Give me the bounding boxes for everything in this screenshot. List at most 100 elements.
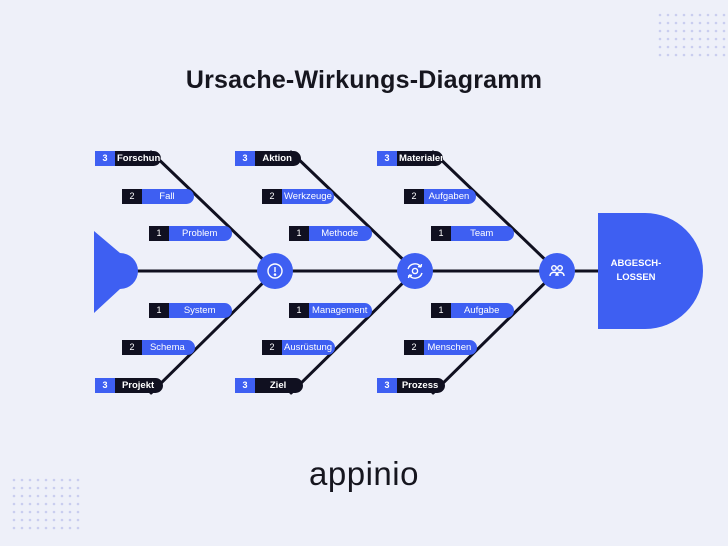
decorative-dot <box>722 21 726 25</box>
cause-nodes <box>257 253 575 289</box>
bone-bottom-1 <box>149 269 277 395</box>
decorative-dot <box>706 21 710 25</box>
label-text: Problem <box>182 228 218 239</box>
decorative-dot <box>76 502 80 506</box>
decorative-dot <box>12 494 16 498</box>
decorative-dot <box>714 53 718 57</box>
cause-item: 1 System <box>149 303 233 318</box>
decorative-dot <box>52 510 56 514</box>
decorative-dot <box>44 510 48 514</box>
label-text: Aufgaben <box>428 191 470 202</box>
decorative-dot <box>60 486 64 490</box>
decorative-dot <box>36 494 40 498</box>
decorative-dot <box>20 478 24 482</box>
decorative-dot <box>36 510 40 514</box>
decorative-dot <box>76 478 80 482</box>
decorative-dot <box>60 526 64 530</box>
decorative-dot <box>722 37 726 41</box>
decorative-dot <box>36 478 40 482</box>
cause-head-bottom-3: 3 Prozess <box>377 378 446 393</box>
decorative-dot-grid <box>12 13 726 530</box>
decorative-dot <box>698 21 702 25</box>
decorative-dot <box>44 526 48 530</box>
label-number: 3 <box>377 378 397 393</box>
decorative-dot <box>666 45 670 49</box>
decorative-dot <box>60 510 64 514</box>
decorative-dot <box>60 494 64 498</box>
people-icon <box>549 264 565 277</box>
label-text: Ziel <box>269 380 287 391</box>
decorative-dot <box>20 494 24 498</box>
decorative-dot <box>706 13 710 17</box>
decorative-dot <box>36 526 40 530</box>
effect-label-line-2: LOSSEN <box>616 272 656 283</box>
decorative-dot <box>682 29 686 33</box>
decorative-dot <box>658 21 662 25</box>
label-number: 2 <box>404 189 424 204</box>
decorative-dot <box>68 518 72 522</box>
decorative-dot <box>12 526 16 530</box>
decorative-dot <box>68 502 72 506</box>
exclamation-icon <box>267 263 283 279</box>
decorative-dot <box>682 21 686 25</box>
decorative-dot <box>52 502 56 506</box>
cause-item: 2 Aufgaben <box>404 189 476 204</box>
decorative-dot <box>44 486 48 490</box>
label-text: Team <box>470 228 494 239</box>
decorative-dot <box>698 53 702 57</box>
decorative-dot <box>68 478 72 482</box>
label-number: 2 <box>122 189 142 204</box>
decorative-dot <box>674 21 678 25</box>
decorative-dot <box>20 526 24 530</box>
label-number: 1 <box>289 226 309 241</box>
decorative-dot <box>36 486 40 490</box>
decorative-dot <box>28 510 32 514</box>
label-number: 2 <box>404 340 424 355</box>
label-number: 1 <box>149 303 169 318</box>
decorative-dot <box>682 53 686 57</box>
gear-refresh-icon <box>407 263 423 279</box>
label-text: Prozess <box>401 380 439 391</box>
label-number: 2 <box>122 340 142 355</box>
label-text: Projekt <box>121 380 155 391</box>
decorative-dot <box>706 37 710 41</box>
label-text: System <box>183 305 216 316</box>
decorative-dot <box>682 45 686 49</box>
decorative-dot <box>714 37 718 41</box>
label-text: Ausrüstung <box>284 342 333 353</box>
label-text: Materialen <box>399 153 444 164</box>
decorative-dot <box>44 494 48 498</box>
decorative-dot <box>690 37 694 41</box>
decorative-dot <box>12 510 16 514</box>
effect-label: ABGESCH- LOSSEN <box>598 213 698 329</box>
bone-top-3 <box>431 150 559 273</box>
bone-top-1 <box>149 150 277 273</box>
decorative-dot <box>76 518 80 522</box>
decorative-dot <box>722 13 726 17</box>
decorative-dot <box>706 29 710 33</box>
decorative-dot <box>60 478 64 482</box>
decorative-dot <box>658 13 662 17</box>
decorative-dot <box>666 29 670 33</box>
decorative-dot <box>706 53 710 57</box>
decorative-dot <box>714 45 718 49</box>
decorative-dot <box>20 518 24 522</box>
label-text: Aufgabe <box>463 305 500 316</box>
label-number: 1 <box>431 226 451 241</box>
decorative-dot <box>722 45 726 49</box>
label-number: 2 <box>262 340 282 355</box>
decorative-dot <box>68 510 72 514</box>
decorative-dot <box>722 29 726 33</box>
decorative-dot <box>658 29 662 33</box>
decorative-dot <box>76 494 80 498</box>
decorative-dot <box>28 494 32 498</box>
